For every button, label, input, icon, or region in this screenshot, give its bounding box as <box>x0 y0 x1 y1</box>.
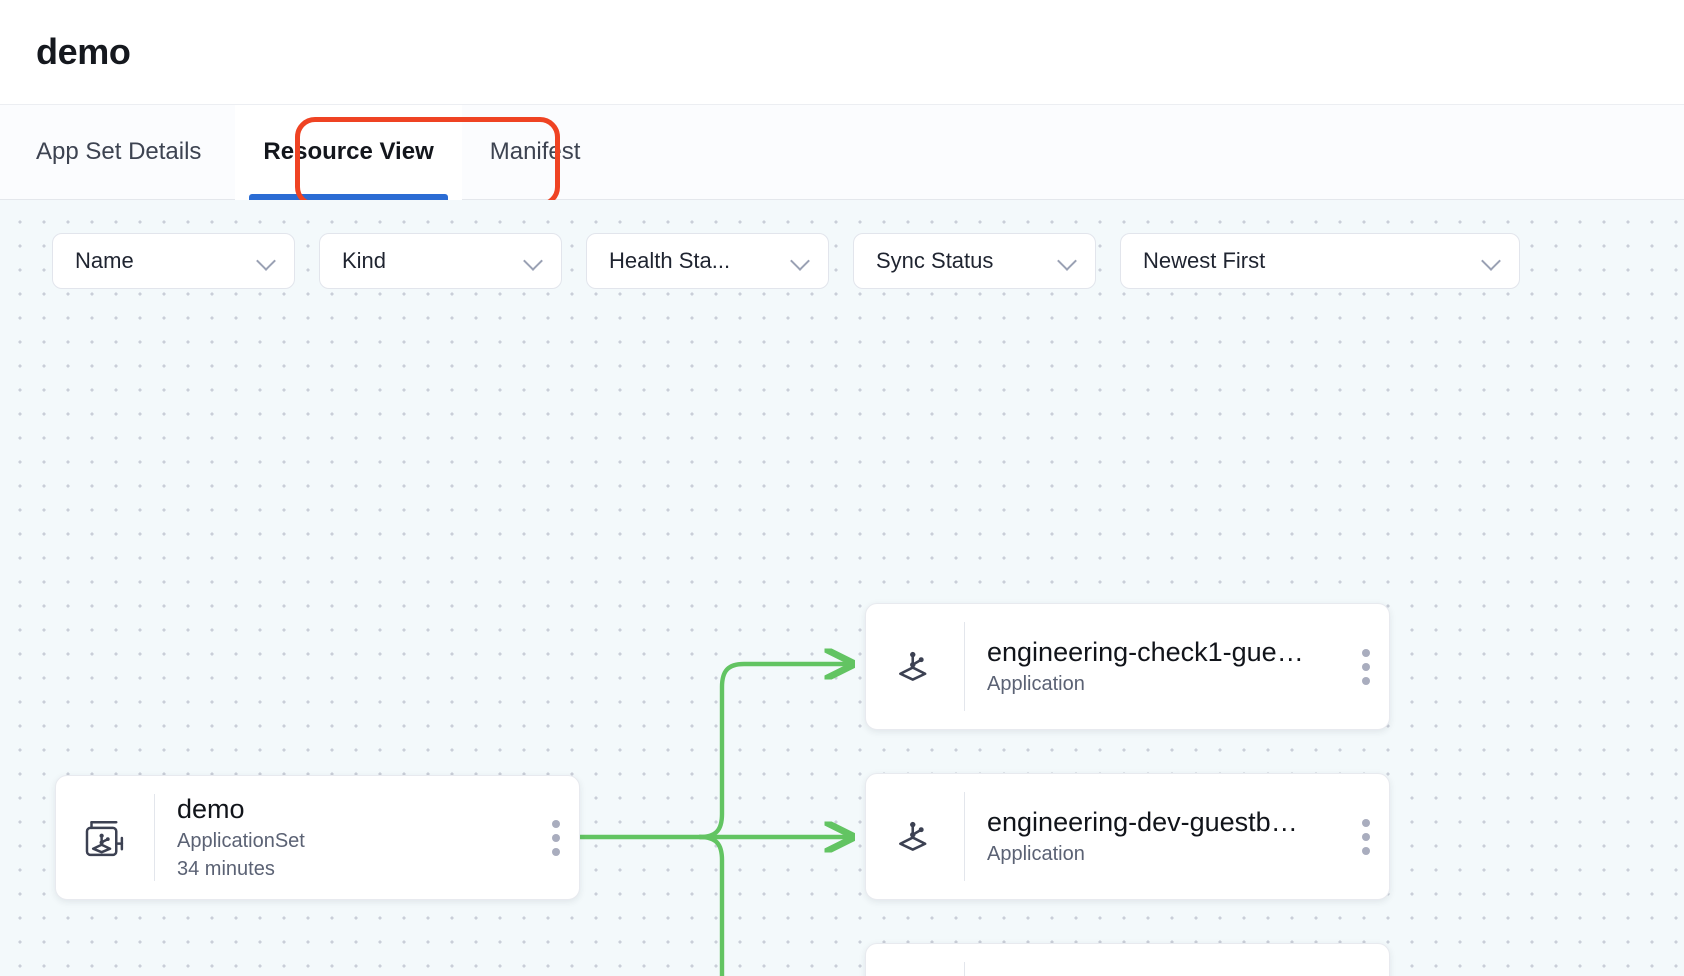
node-divider <box>154 794 155 881</box>
application-icon <box>866 604 964 729</box>
dot <box>1362 818 1370 827</box>
filter-sync-status[interactable]: Sync Status <box>853 233 1096 289</box>
tab-manifest[interactable]: Manifest <box>462 105 609 200</box>
tab-resource-view[interactable]: Resource View <box>235 104 462 200</box>
tab-bar: App Set Details Resource View Manifest <box>0 104 1684 207</box>
filter-health-status[interactable]: Health Sta... <box>586 233 829 289</box>
filter-kind[interactable]: Kind <box>319 233 562 289</box>
resource-graph-canvas[interactable]: Name Kind Health Sta... Sync Status Newe… <box>0 200 1684 976</box>
filter-bar: Name Kind Health Sta... Sync Status Newe… <box>52 233 1520 289</box>
node-name: engineering-check1-gue… <box>987 636 1304 667</box>
applicationset-icon <box>56 776 154 899</box>
page-header: demo <box>0 0 1684 105</box>
chevron-down-icon <box>258 252 276 270</box>
chevron-down-icon <box>1059 252 1077 270</box>
page-title: demo <box>36 31 131 72</box>
node-body: engineering-dev-guestb… Application <box>965 806 1343 867</box>
filter-name[interactable]: Name <box>52 233 295 289</box>
filter-label: Name <box>75 248 134 273</box>
kebab-menu-icon[interactable] <box>1343 604 1389 729</box>
tab-label: App Set Details <box>36 138 202 165</box>
dot <box>1362 832 1370 841</box>
kebab-menu-icon[interactable] <box>1343 944 1389 976</box>
graph-node-application-check1[interactable]: engineering-check1-gue… Application <box>865 603 1390 730</box>
chevron-down-icon <box>525 252 543 270</box>
graph-node-application-dev[interactable]: engineering-dev-guestb… Application <box>865 773 1390 900</box>
dot <box>1362 648 1370 657</box>
kebab-menu-icon[interactable] <box>1343 774 1389 899</box>
dot <box>552 819 560 828</box>
graph-node-application-prod[interactable]: engineering-prod-guestb… Application <box>865 943 1390 976</box>
graph-edges <box>577 200 1684 976</box>
filter-label: Newest First <box>1143 248 1266 273</box>
edge-to-app-2 <box>697 834 725 976</box>
node-kind: Application <box>987 673 1085 696</box>
chevron-down-icon <box>792 252 810 270</box>
node-age: 34 minutes <box>177 858 275 881</box>
tab-label: Manifest <box>489 138 581 165</box>
application-icon <box>866 944 964 976</box>
filter-label: Kind <box>342 248 387 273</box>
application-icon <box>866 774 964 899</box>
dot <box>1362 662 1370 671</box>
tab-app-set-details[interactable]: App Set Details <box>36 105 235 200</box>
filter-label: Sync Status <box>876 248 994 273</box>
dot <box>1362 676 1370 685</box>
dot <box>552 847 560 856</box>
node-kind: ApplicationSet <box>177 830 305 853</box>
filter-label: Health Sta... <box>609 248 731 273</box>
edge-to-app-0 <box>697 664 852 840</box>
node-divider <box>964 962 965 976</box>
node-divider <box>964 622 965 711</box>
node-body: demo ApplicationSet 34 minutes <box>155 793 533 882</box>
kebab-menu-icon[interactable] <box>533 776 579 899</box>
node-body: engineering-check1-gue… Application <box>965 636 1343 697</box>
chevron-down-icon <box>1483 252 1501 270</box>
dot <box>552 833 560 842</box>
node-kind: Application <box>987 843 1085 866</box>
filter-sort-order[interactable]: Newest First <box>1120 233 1520 289</box>
node-name: demo <box>177 793 245 824</box>
resource-graph: demo ApplicationSet 34 minutes <box>0 200 1684 976</box>
graph-node-applicationset[interactable]: demo ApplicationSet 34 minutes <box>55 775 580 900</box>
dot <box>1362 846 1370 855</box>
node-name: engineering-dev-guestb… <box>987 806 1298 837</box>
node-divider <box>964 792 965 881</box>
tab-label: Resource View <box>263 138 434 165</box>
